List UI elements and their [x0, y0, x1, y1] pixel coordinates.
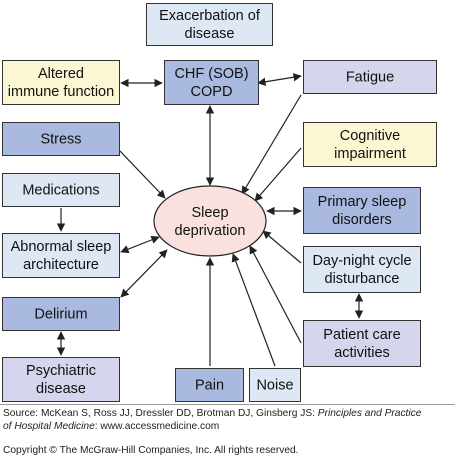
- node-label-stress: Stress: [40, 132, 81, 148]
- node-label-psychiatric: Psychiatric: [26, 363, 96, 379]
- node-label-pain: Pain: [195, 378, 224, 394]
- node-label-altered-immune: immune function: [8, 84, 114, 100]
- node-box-patient-care: [303, 320, 421, 367]
- node-label-fatigue: Fatigue: [346, 70, 394, 86]
- connector-arrow: [241, 94, 302, 195]
- node-label-day-night: disturbance: [325, 271, 400, 287]
- source-prefix: Source: McKean S, Ross JJ, Dressler DD, …: [3, 408, 318, 419]
- node-box-exacerbation: [146, 3, 273, 46]
- node-label-exacerbation: Exacerbation of: [159, 8, 261, 24]
- node-label-primary-sleep: Primary sleep: [318, 194, 407, 210]
- node-label-patient-care: activities: [334, 345, 390, 361]
- node-label-day-night: Day-night cycle: [312, 253, 411, 269]
- node-label-noise: Noise: [256, 378, 293, 394]
- node-box-primary-sleep: [303, 187, 421, 234]
- node-box-abnormal-sleep: [2, 233, 120, 278]
- connector-arrow: [231, 253, 276, 367]
- node-box-day-night: [303, 246, 421, 293]
- node-label-primary-sleep: disorders: [332, 212, 392, 228]
- source-title-italic-2: of Hospital Medicine: [3, 421, 95, 432]
- node-label-abnormal-sleep: Abnormal sleep: [11, 239, 112, 255]
- node-label-exacerbation: disease: [185, 26, 235, 42]
- copyright-notice: Copyright © The McGraw-Hill Companies, I…: [3, 445, 299, 456]
- node-label-psychiatric: disease: [36, 381, 86, 397]
- connector-arrow: [120, 235, 160, 254]
- node-label-altered-immune: Altered: [38, 66, 84, 82]
- connector-arrow: [262, 230, 302, 264]
- node-box-psychiatric: [2, 357, 120, 402]
- node-label-delirium: Delirium: [34, 307, 87, 323]
- node-label-medications: Medications: [22, 183, 99, 199]
- node-label-chf-copd: COPD: [191, 84, 233, 100]
- node-label-cognitive: impairment: [334, 146, 406, 162]
- node-box-chf-copd: [164, 60, 259, 105]
- source-citation-line-2: of Hospital Medicine: www.accessmedicine…: [3, 420, 219, 433]
- diagram-connectors: [56, 73, 364, 367]
- node-box-noise: [249, 368, 301, 402]
- node-box-fatigue: [303, 60, 437, 94]
- node-label-patient-care: Patient care: [323, 327, 400, 343]
- node-label-cognitive: Cognitive: [340, 128, 400, 144]
- source-title-italic-1: Principles and Practice: [317, 408, 422, 419]
- node-box-medications: [2, 173, 120, 207]
- footer-divider: [0, 404, 455, 405]
- source-suffix: : www.accessmedicine.com: [94, 421, 220, 432]
- node-box-altered-immune: [2, 60, 120, 105]
- center-ellipse-sleep-deprivation: [153, 185, 267, 257]
- node-box-stress: [2, 122, 120, 156]
- center-label-line: deprivation: [175, 223, 246, 239]
- node-label-chf-copd: CHF (SOB): [174, 66, 248, 82]
- center-label-line: Sleep: [191, 205, 228, 221]
- connector-arrow: [120, 249, 168, 298]
- connector-arrow: [118, 149, 166, 199]
- node-label-abnormal-sleep: architecture: [23, 257, 99, 273]
- connector-arrow: [249, 245, 302, 344]
- node-box-cognitive: [303, 122, 437, 167]
- source-citation-line-1: Source: McKean S, Ross JJ, Dressler DD, …: [3, 407, 421, 420]
- node-box-delirium: [2, 297, 120, 331]
- connector-arrow: [257, 73, 302, 86]
- node-box-pain: [175, 368, 244, 402]
- connector-arrow: [254, 147, 302, 202]
